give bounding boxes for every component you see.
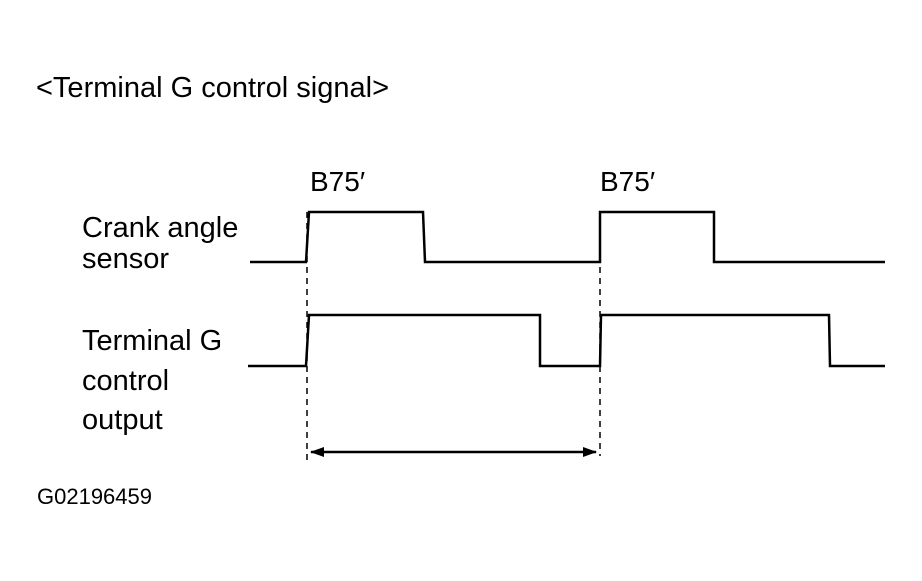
marker-label-1: B75′ bbox=[310, 166, 366, 197]
terminal-signal-label-line-1: Terminal G bbox=[82, 325, 223, 357]
crank-signal-label-line-1: Crank angle bbox=[82, 212, 239, 244]
terminal-g-output-waveform bbox=[248, 313, 885, 368]
terminal-signal-label-line-3: output bbox=[82, 404, 163, 436]
terminal-signal-label-line-2: control bbox=[82, 365, 170, 397]
crank-signal-label-line-2: sensor bbox=[82, 243, 170, 275]
figure-id: G02196459 bbox=[37, 484, 152, 509]
crank-angle-waveform bbox=[250, 210, 885, 264]
marker-label-2: B75′ bbox=[600, 166, 656, 197]
diagram-title: <Terminal G control signal> bbox=[36, 72, 389, 104]
